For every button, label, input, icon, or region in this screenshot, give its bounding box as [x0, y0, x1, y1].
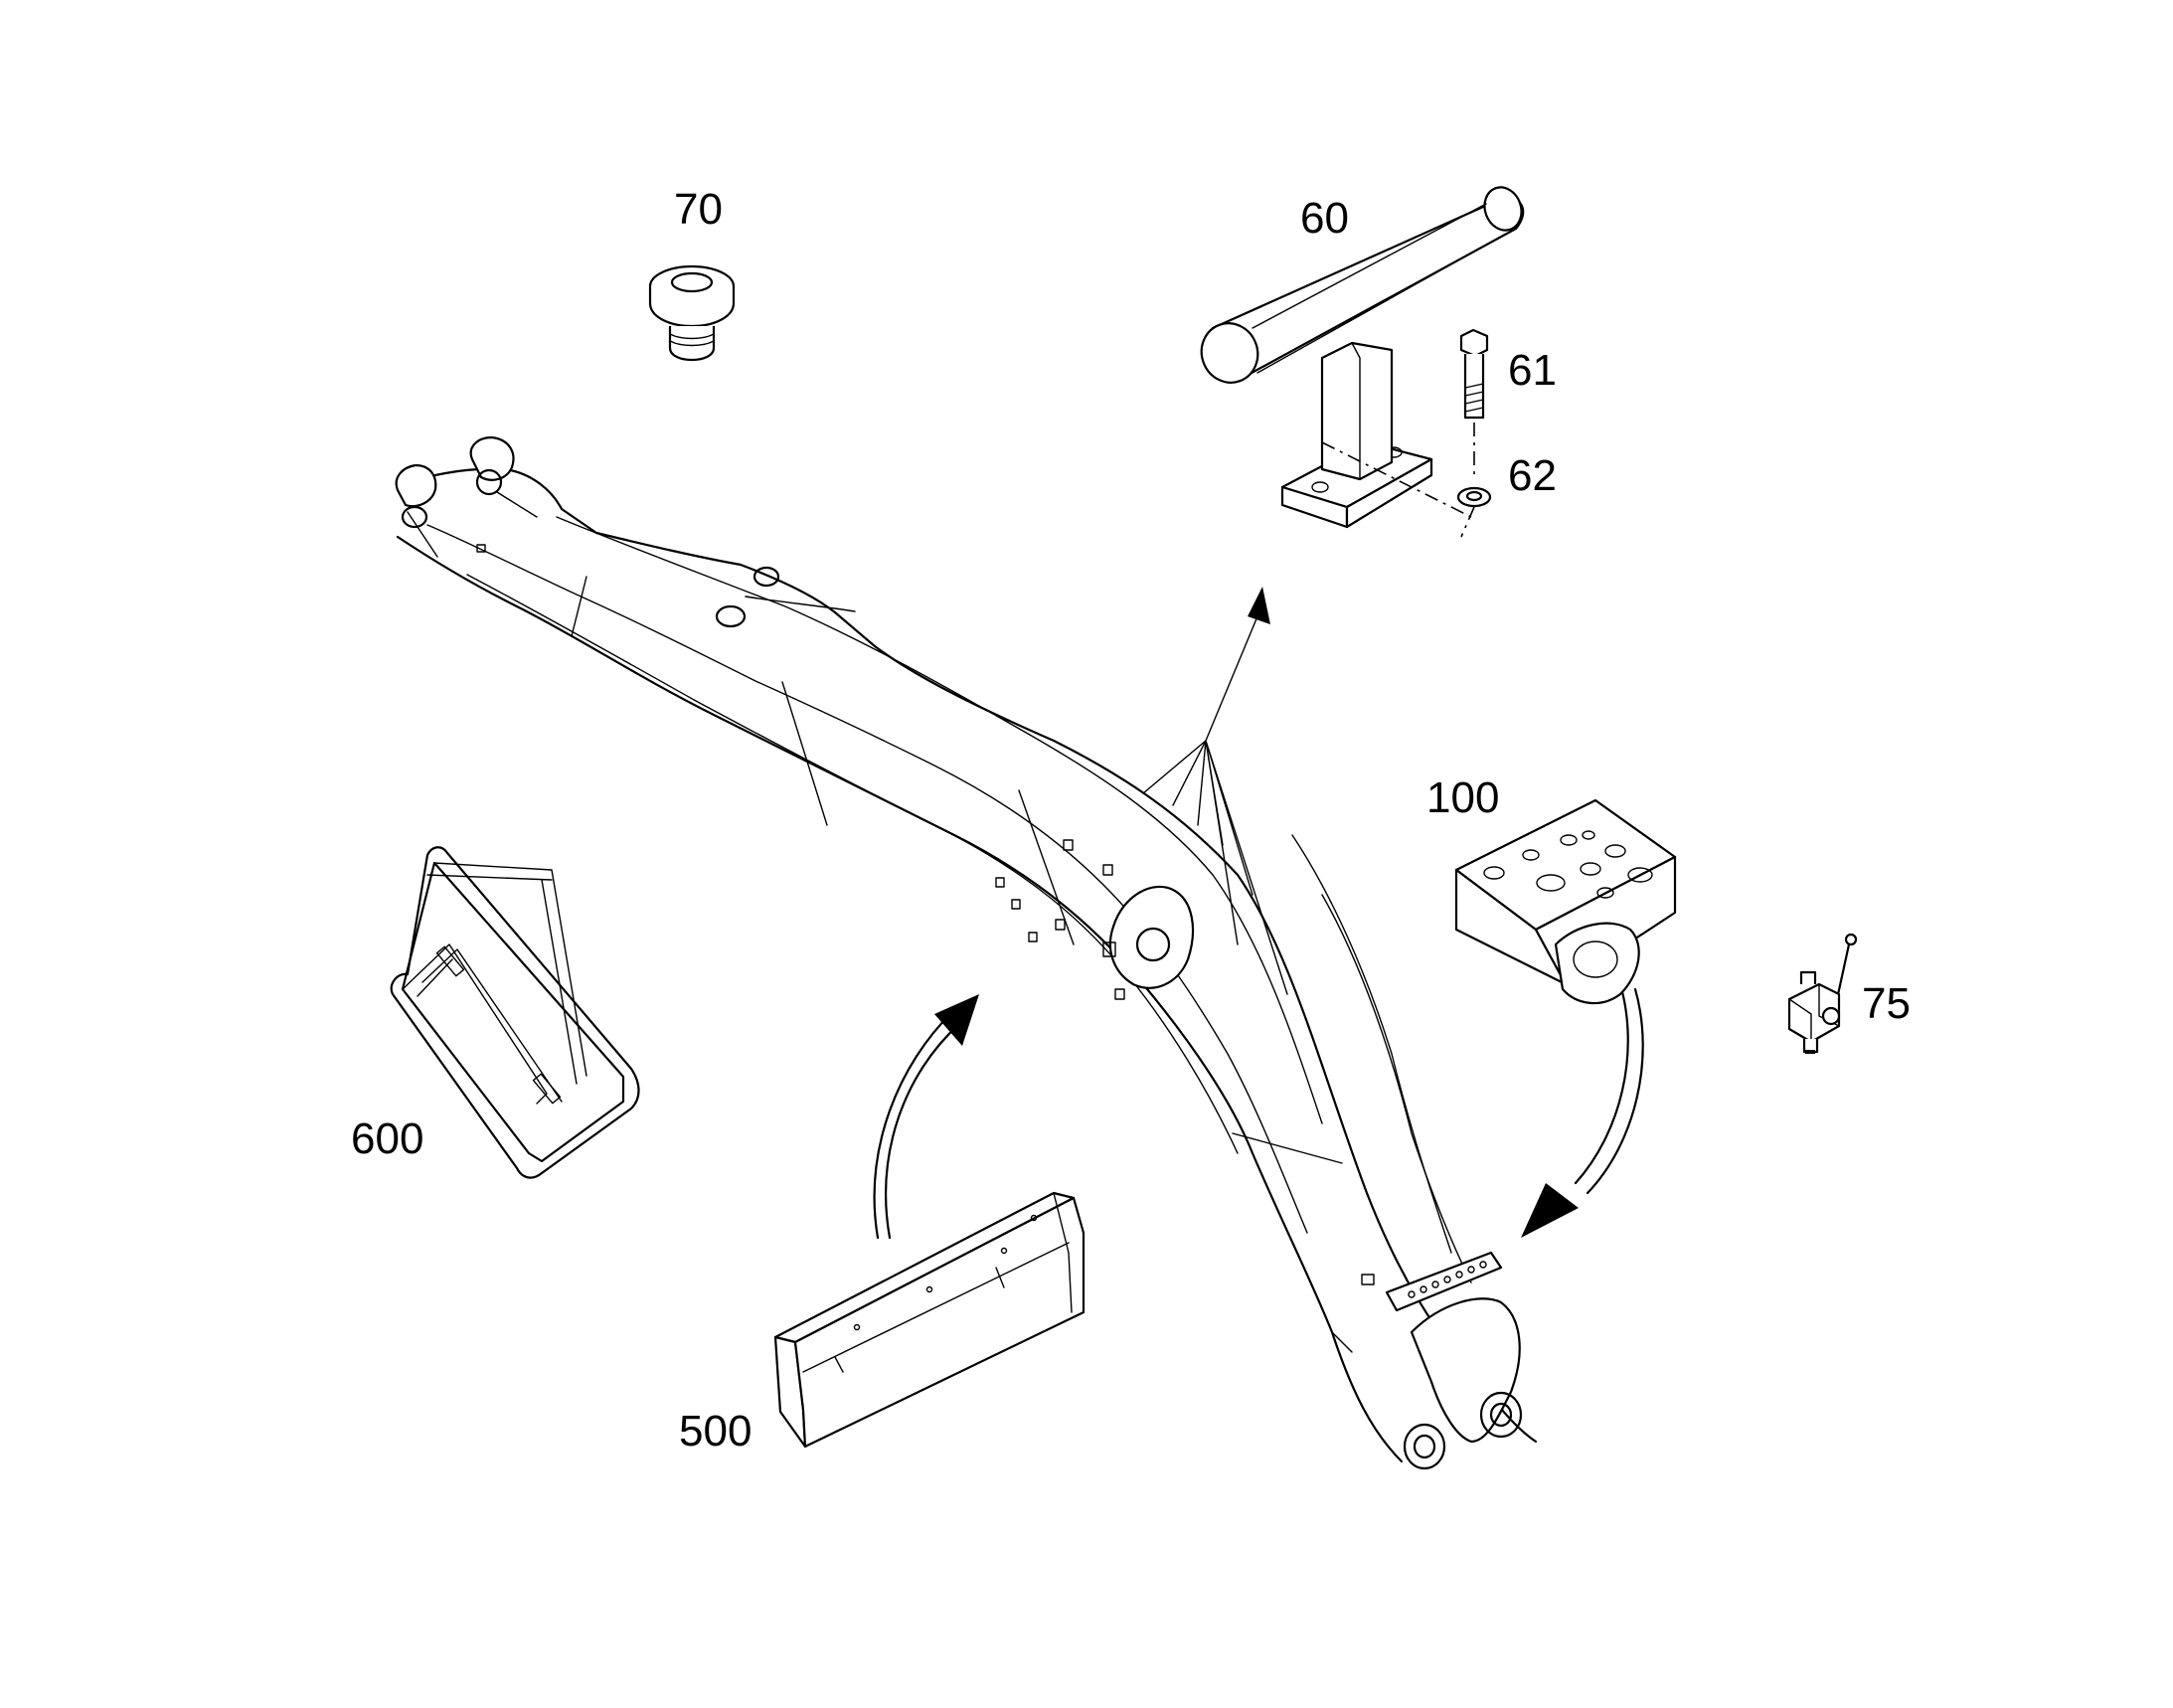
- curved-arrow-100: [1521, 982, 1644, 1238]
- arrowhead-up-icon: [1248, 587, 1270, 624]
- part-60-pin[interactable]: [1193, 182, 1527, 529]
- callout-60: 60: [1300, 194, 1349, 243]
- callout-70: 70: [674, 185, 723, 234]
- part-75-ball-valve[interactable]: [1787, 933, 1858, 1054]
- callout-labels: 70 60 61 62 100 75 600 500: [351, 185, 1911, 1455]
- callout-600: 600: [351, 1114, 423, 1163]
- callout-500: 500: [679, 1407, 752, 1455]
- boom-arm: [395, 435, 1538, 1470]
- part-70-plug[interactable]: [648, 264, 736, 362]
- part-100-valve-block[interactable]: [1454, 798, 1677, 1005]
- callout-61: 61: [1508, 346, 1557, 395]
- part-61-bolt[interactable]: [1459, 328, 1489, 477]
- curved-arrow-500: [873, 994, 979, 1240]
- part-500-cover-plate[interactable]: [773, 1191, 1086, 1449]
- callout-75: 75: [1862, 979, 1911, 1028]
- part-62-washer[interactable]: [1456, 486, 1492, 538]
- leader-lines: [1142, 587, 1288, 995]
- arrowhead-icon: [934, 994, 979, 1046]
- callout-100: 100: [1426, 773, 1499, 822]
- arrowhead-icon: [1521, 1183, 1579, 1238]
- callout-62: 62: [1508, 451, 1557, 500]
- part-600-frame[interactable]: [390, 846, 640, 1179]
